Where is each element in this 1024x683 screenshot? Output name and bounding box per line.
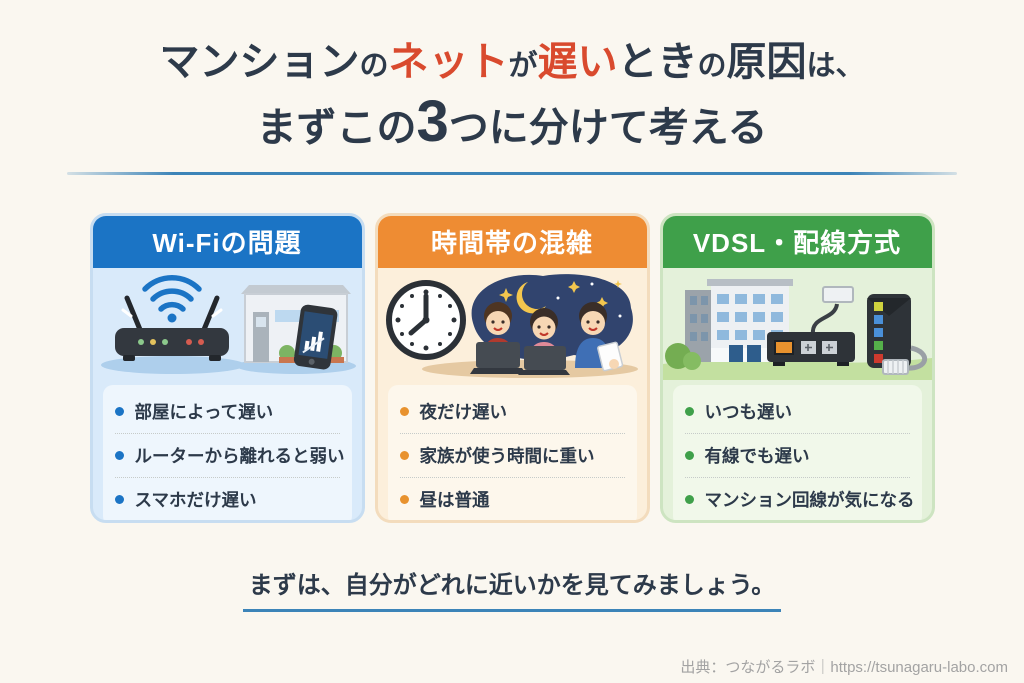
- wifi-router-illustration: [93, 268, 362, 380]
- title-segment: マンション: [159, 40, 360, 84]
- title-segment: が: [508, 50, 538, 82]
- list-item: 有線でも遅い: [684, 432, 910, 477]
- list-item-label: 部屋によって遅い: [134, 401, 274, 422]
- card-vdsl-bullet-list: いつも遅い 有線でも遅い マンション回線が気になる: [672, 384, 922, 520]
- page-title: マンションのネットが遅いときの原因は、 まずこの3つに分けて考える: [0, 0, 1024, 158]
- list-item: 昼は普通: [399, 476, 625, 520]
- list-item: マンション回線が気になる: [684, 476, 915, 520]
- title-segment: の: [697, 50, 727, 82]
- title-segment-highlight: 遅い: [537, 40, 618, 84]
- list-item: ルーターから離れると弱い: [114, 432, 345, 477]
- closing-message: まずは、自分がどれに近いかを見てみましょう。: [242, 565, 782, 612]
- list-item: 部屋によって遅い: [114, 390, 340, 433]
- cause-cards-row: Wi-Fiの問題: [89, 212, 935, 523]
- bullet-dot-icon: [114, 406, 124, 416]
- bullet-dot-icon: [114, 494, 124, 504]
- card-time-bullet-list: 夜だけ遅い 家族が使う時間に重い 昼は普通: [387, 384, 637, 520]
- title-line-2: まずこの3つに分けて考える: [0, 87, 1024, 158]
- card-vdsl-header: VDSL・配線方式: [662, 215, 932, 268]
- list-item-label: 昼は普通: [419, 489, 490, 510]
- night-family-clock-icon: [385, 273, 638, 378]
- title-line-1: マンションのネットが遅いときの原因は、: [0, 38, 1024, 87]
- title-separator-line: [67, 171, 957, 175]
- list-item-label: いつも遅い: [704, 401, 793, 422]
- card-wifi-problem: Wi-Fiの問題: [89, 212, 365, 523]
- apartment-vdsl-modem-icon: [662, 278, 932, 380]
- list-item: 家族が使う時間に重い: [399, 432, 625, 477]
- vdsl-equipment-illustration: [662, 268, 932, 380]
- bullet-dot-icon: [399, 450, 409, 460]
- title-segment: 原因: [726, 40, 807, 84]
- source-credit: 出典：つながるラボ｜https://tsunagaru-labo.com: [680, 659, 1008, 676]
- card-time-header: 時間帯の混雑: [377, 215, 647, 268]
- title-segment: の: [359, 50, 389, 82]
- card-vdsl-wiring: VDSL・配線方式: [659, 212, 935, 523]
- list-item: スマホだけ遅い: [114, 476, 340, 520]
- title-segment: まずこの: [256, 105, 417, 150]
- list-item-label: 夜だけ遅い: [419, 401, 508, 422]
- title-segment-highlight: ネット: [388, 40, 509, 84]
- list-item-label: マンション回線が気になる: [704, 489, 915, 510]
- list-item: いつも遅い: [684, 390, 910, 433]
- list-item-label: スマホだけ遅い: [134, 489, 257, 510]
- title-segment: とき: [617, 40, 698, 84]
- title-segment: は、: [806, 50, 865, 82]
- title-number-3: 3: [416, 88, 449, 154]
- bullet-dot-icon: [399, 406, 409, 416]
- bullet-dot-icon: [684, 450, 694, 460]
- closing-message-wrap: まずは、自分がどれに近いかを見てみましょう。: [0, 565, 1024, 612]
- night-family-illustration: [378, 268, 647, 380]
- bullet-dot-icon: [114, 450, 124, 460]
- list-item-label: 有線でも遅い: [704, 445, 810, 466]
- card-time-congestion: 時間帯の混雑: [374, 212, 650, 523]
- title-segment: つに分けて考える: [448, 105, 768, 150]
- list-item-label: 家族が使う時間に重い: [419, 445, 595, 466]
- list-item-label: ルーターから離れると弱い: [134, 445, 345, 466]
- bullet-dot-icon: [399, 494, 409, 504]
- bullet-dot-icon: [684, 494, 694, 504]
- card-wifi-bullet-list: 部屋によって遅い ルーターから離れると弱い スマホだけ遅い: [102, 384, 352, 520]
- wifi-router-house-icon: [100, 274, 356, 374]
- bullet-dot-icon: [684, 406, 694, 416]
- card-wifi-header: Wi-Fiの問題: [92, 215, 362, 268]
- list-item: 夜だけ遅い: [399, 390, 625, 433]
